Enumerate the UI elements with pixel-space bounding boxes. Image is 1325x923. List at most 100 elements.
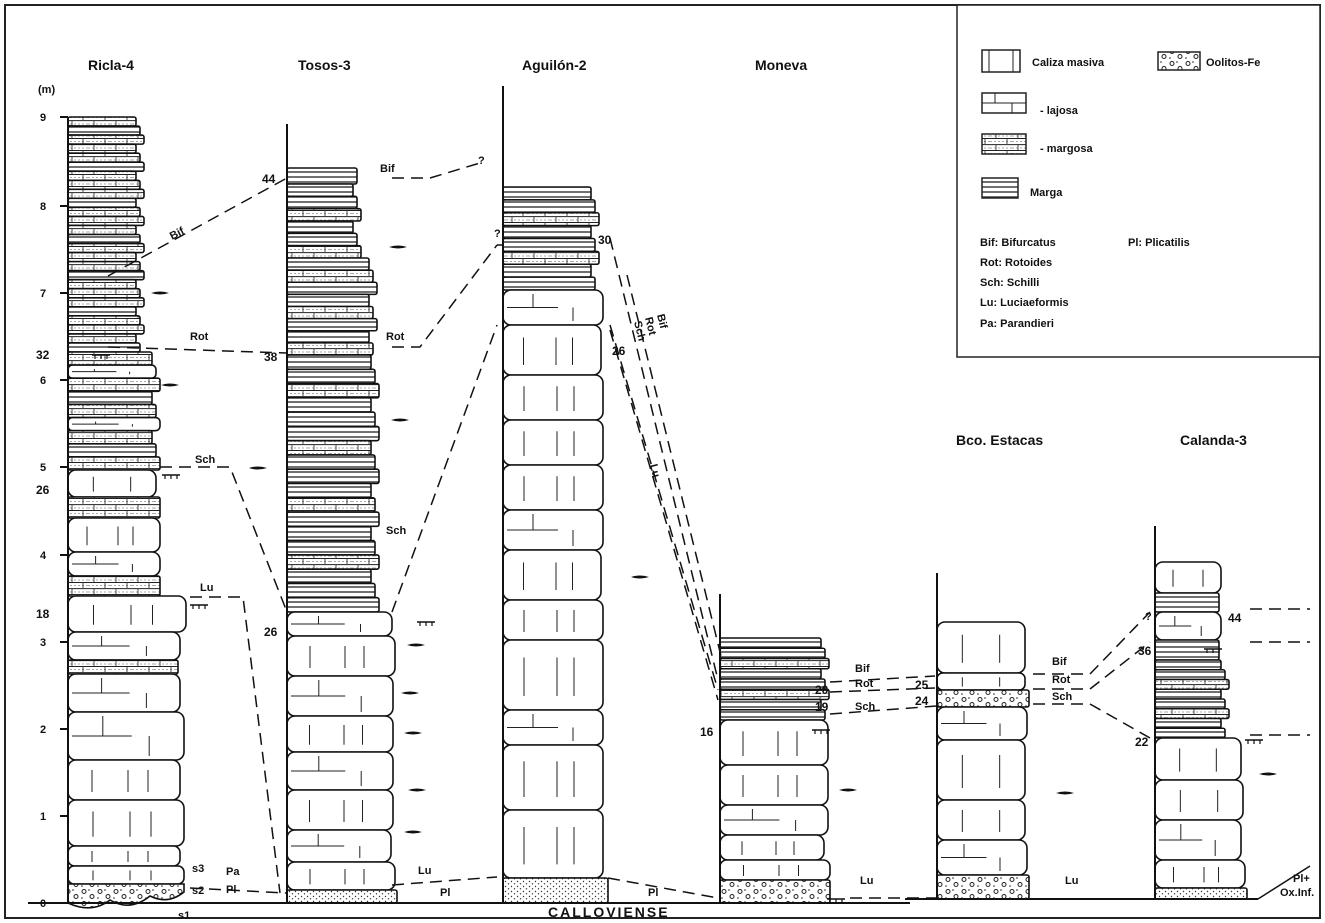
- bed-number: 36: [1138, 644, 1152, 658]
- zone-label: Pl: [440, 887, 450, 899]
- legend-item-label: Caliza masiva: [1032, 57, 1105, 69]
- depth-axis: (m) 0 1 2 3 4 5 6 7 8 9: [38, 84, 69, 910]
- bed: [67, 233, 141, 245]
- bed: [67, 134, 145, 145]
- bed: [286, 568, 372, 585]
- zone-label: Lu: [200, 582, 213, 594]
- zone-label: Pl: [648, 887, 658, 899]
- bed: [719, 637, 822, 650]
- bed: [1154, 737, 1242, 781]
- bed: [67, 188, 145, 200]
- zone-label: Sch: [386, 525, 406, 537]
- bed-number: 38: [264, 350, 278, 364]
- axis-tick-label: 9: [40, 112, 46, 124]
- zone-label: ?: [1145, 611, 1152, 623]
- bed: [502, 224, 592, 240]
- bed: [1154, 859, 1246, 889]
- bed-number: 24: [915, 694, 929, 708]
- ammonite-marker: [404, 830, 422, 834]
- calanda-divider: [1257, 865, 1311, 900]
- bed: [286, 525, 372, 542]
- legend-item-label: - lajosa: [1040, 105, 1079, 117]
- bed: [286, 397, 372, 413]
- bed: [67, 306, 137, 317]
- bed: [67, 206, 141, 218]
- bed: [286, 582, 376, 599]
- zone-label: s2: [192, 885, 204, 897]
- ammonite-marker: [1056, 791, 1074, 795]
- bed: [1154, 639, 1220, 661]
- bed: [67, 429, 153, 445]
- bed: [286, 269, 374, 284]
- bed: [67, 390, 153, 406]
- bed-number: 30: [598, 233, 612, 247]
- bed: [67, 242, 145, 254]
- bed: [502, 324, 602, 376]
- bed: [719, 667, 822, 680]
- zone-label: Rot: [190, 331, 209, 343]
- bed: [502, 877, 609, 904]
- bed-number: 16: [700, 725, 714, 739]
- zone-label: ?: [494, 228, 501, 240]
- ammonite-marker: [391, 418, 409, 422]
- axis-tick-label: 7: [40, 288, 46, 300]
- bed: [502, 809, 604, 879]
- legend-item-label: - margosa: [1040, 143, 1093, 155]
- bed: [286, 861, 396, 891]
- axis-tick-label: 5: [40, 462, 46, 474]
- bed: [936, 799, 1026, 841]
- bed-number: 20: [815, 683, 829, 697]
- axis-tick-label: 3: [40, 637, 46, 649]
- bed: [67, 215, 145, 227]
- bed: [67, 456, 161, 471]
- bed: [67, 296, 145, 308]
- section-title: Calanda-3: [1180, 432, 1247, 448]
- figure-frame: [4, 4, 1321, 919]
- bed: [286, 305, 374, 320]
- zone-label: Rot: [386, 331, 405, 343]
- decor-group: [92, 245, 1277, 903]
- bed-number: 26: [612, 344, 626, 358]
- bed: [286, 482, 372, 499]
- bed: [286, 244, 362, 259]
- zone-label: Bif: [168, 225, 187, 243]
- bed: [67, 496, 161, 519]
- bed: [67, 324, 145, 335]
- bed: [286, 220, 354, 235]
- bed: [286, 425, 380, 442]
- axis-unit: (m): [38, 84, 55, 96]
- ammonite-marker: [1259, 772, 1277, 776]
- legend-zone-text: Pa: Parandieri: [980, 318, 1054, 330]
- zone-label: Pl+: [1293, 873, 1310, 885]
- bed: [719, 647, 826, 660]
- bed: [719, 834, 825, 861]
- bed: [719, 859, 831, 881]
- section-title: Tosos-3: [298, 57, 351, 73]
- bed: [502, 263, 592, 278]
- zone-label: Ox.Inf.: [1280, 887, 1314, 899]
- bed: [286, 789, 394, 831]
- bed: [286, 207, 362, 222]
- bed: [67, 595, 187, 633]
- bed: [719, 698, 822, 711]
- bed-number: 44: [262, 172, 276, 186]
- bed: [502, 237, 596, 253]
- bed: [286, 539, 376, 556]
- bed: [67, 125, 141, 136]
- bed: [286, 342, 374, 356]
- bed: [67, 170, 137, 182]
- bed: [286, 317, 378, 332]
- bed: [1154, 668, 1226, 681]
- axis-tick-label: 0: [40, 898, 46, 910]
- bed: [502, 199, 596, 214]
- correlation-lines: [107, 162, 1310, 899]
- base-label: CALLOVIENSE: [548, 904, 670, 920]
- bed: [502, 419, 604, 466]
- zone-label: s3: [192, 863, 204, 875]
- section-title: Moneva: [755, 57, 807, 73]
- bed: [67, 143, 137, 154]
- bed: [1154, 698, 1226, 710]
- bed-number: 25: [915, 678, 929, 692]
- bed: [67, 759, 181, 801]
